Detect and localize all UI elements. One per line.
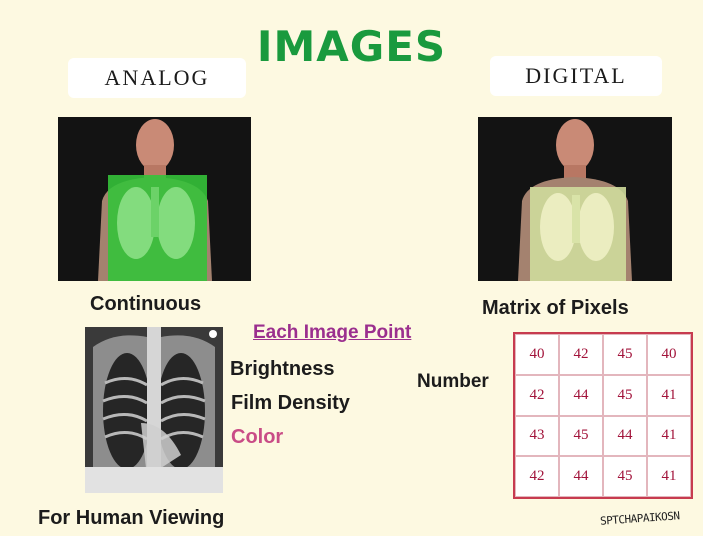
torso-illustration-digital — [478, 117, 672, 281]
matrix-cell: 44 — [559, 375, 603, 416]
matrix-cell: 42 — [515, 456, 559, 497]
analog-caption: Continuous — [90, 293, 201, 316]
pixel-matrix: 40 42 45 40 42 44 45 41 43 45 44 41 42 4… — [513, 332, 693, 499]
digital-label: DIGITAL — [490, 56, 662, 96]
analog-torso-image — [58, 117, 251, 281]
digital-caption: Matrix of Pixels — [482, 297, 629, 320]
analog-label: ANALOG — [68, 58, 246, 98]
matrix-cell: 45 — [603, 456, 647, 497]
property-film-density: Film Density — [231, 392, 350, 415]
matrix-cell: 44 — [559, 456, 603, 497]
matrix-cell: 42 — [559, 334, 603, 375]
property-color: Color — [231, 426, 283, 449]
matrix-cell: 44 — [603, 416, 647, 457]
number-label: Number — [417, 371, 489, 393]
analog-footer: For Human Viewing — [38, 507, 224, 530]
matrix-cell: 45 — [559, 416, 603, 457]
author-signature: SPTCHAPAIKOSN — [600, 509, 680, 528]
matrix-cell: 41 — [647, 416, 691, 457]
matrix-cell: 42 — [515, 375, 559, 416]
matrix-cell: 40 — [647, 334, 691, 375]
matrix-cell: 40 — [515, 334, 559, 375]
matrix-cell: 45 — [603, 375, 647, 416]
matrix-cell: 45 — [603, 334, 647, 375]
each-image-point-heading: Each Image Point — [253, 322, 411, 344]
matrix-cell: 43 — [515, 416, 559, 457]
matrix-cell: 41 — [647, 375, 691, 416]
digital-torso-image — [478, 117, 672, 281]
property-brightness: Brightness — [230, 358, 334, 381]
xray-illustration — [85, 327, 223, 493]
matrix-cell: 41 — [647, 456, 691, 497]
chest-xray-image — [85, 327, 223, 493]
torso-illustration-analog — [58, 117, 251, 281]
